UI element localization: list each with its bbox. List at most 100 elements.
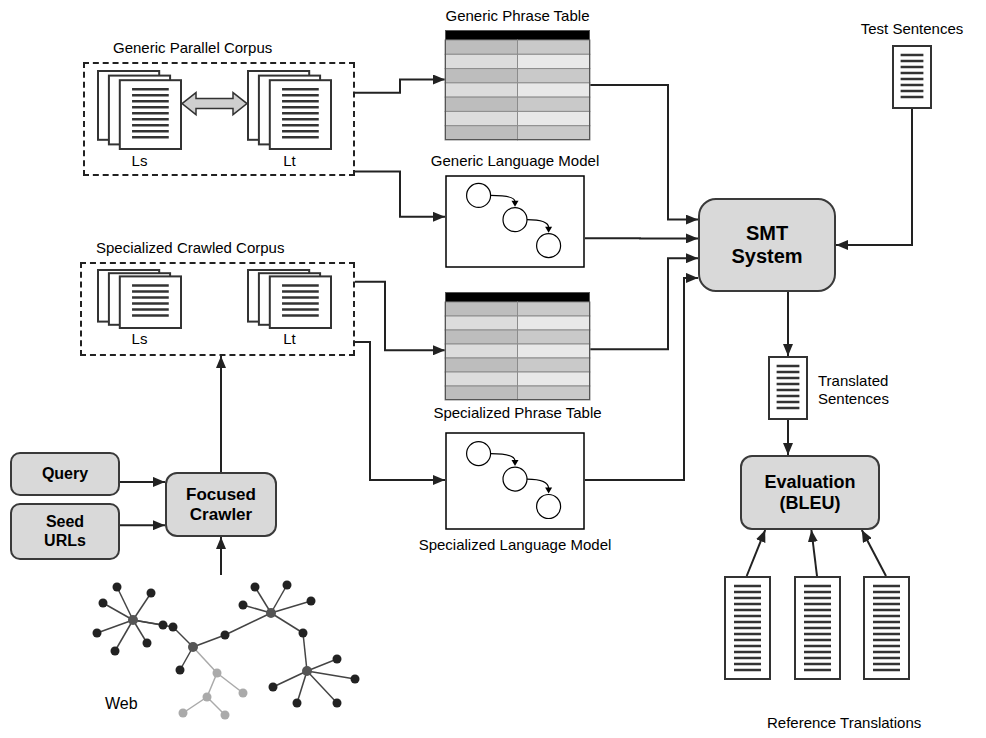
table-cell [518, 126, 591, 140]
item-label: Test Sentences [861, 20, 964, 37]
web-page-dot [333, 699, 342, 708]
document-line [734, 621, 761, 624]
table-cell [445, 316, 518, 330]
table-cell [518, 69, 591, 83]
table-cell [445, 97, 518, 111]
document-line [804, 597, 831, 600]
document-line [132, 124, 169, 127]
document-line [777, 407, 800, 410]
document-line [132, 112, 169, 115]
state-circle [503, 208, 527, 232]
state-transition [527, 479, 549, 488]
document-line [132, 290, 169, 293]
document-line [901, 60, 924, 63]
document-line [132, 88, 169, 91]
document-page [769, 357, 807, 419]
connector-arrow [220, 356, 222, 472]
text-holder: Evaluation (BLEU) [742, 457, 878, 528]
document-line [901, 72, 924, 75]
document-line [804, 603, 831, 606]
document-line [804, 627, 831, 630]
document-line [901, 96, 924, 99]
table-cell [518, 302, 591, 316]
item-label: Specialized Phrase Table [433, 404, 601, 421]
document-line [734, 651, 761, 654]
web-link [307, 671, 337, 703]
input-box: Query [10, 452, 120, 496]
web-page-dot [269, 683, 278, 692]
document-stack-drawing [247, 70, 332, 150]
web-link [303, 633, 307, 671]
transition-head [545, 227, 552, 233]
document-line [132, 106, 169, 109]
document-line [734, 597, 761, 600]
web-page-dot [93, 629, 102, 638]
web-page-dot [159, 621, 168, 630]
document-line [132, 296, 169, 299]
web-page-dot [188, 642, 198, 652]
process-box: SMT System [698, 198, 836, 292]
document-line [873, 639, 900, 642]
document-line [804, 609, 831, 612]
document-icon: Test Sentences [892, 45, 932, 109]
document-icon-drawing [768, 356, 808, 420]
label-holder: Web [103, 695, 140, 713]
document-line [282, 118, 319, 121]
connector-arrow [355, 342, 445, 480]
document-line [901, 90, 924, 93]
web-page-dot [169, 623, 178, 632]
web-link [193, 647, 217, 673]
table-cell [445, 40, 518, 54]
document-icon-drawing [892, 45, 932, 109]
table-cell [445, 386, 518, 400]
table-cell [445, 83, 518, 97]
document-line [282, 136, 319, 139]
web-link [225, 613, 271, 635]
document-line [873, 657, 900, 660]
table-cell [518, 344, 591, 358]
state-transition [527, 220, 549, 228]
reference-documents: Reference Translations [722, 576, 912, 680]
document-line [873, 663, 900, 666]
item-label: Lt [283, 330, 296, 347]
document-line [734, 633, 761, 636]
text-holder: Focused Crawler [167, 474, 275, 535]
web-page-dot [147, 589, 156, 598]
item-label: Ls [132, 152, 148, 169]
web-page-dot [333, 655, 342, 664]
web-page-dot [99, 599, 108, 608]
table-cell [445, 344, 518, 358]
document-line [873, 609, 900, 612]
transition-head [512, 201, 519, 207]
label-holder: Lt [283, 152, 296, 170]
table-cell [445, 372, 518, 386]
table-cell [518, 111, 591, 125]
document-line [282, 106, 319, 109]
language-model-drawing [445, 432, 585, 530]
document-line [734, 669, 761, 672]
document-line [804, 591, 831, 594]
label-holder: Specialized Phrase Table [433, 404, 601, 422]
model-frame [446, 433, 584, 529]
document-line [734, 615, 761, 618]
document-line [132, 136, 169, 139]
web-page-dot [239, 601, 248, 610]
document-line [734, 657, 761, 660]
label-holder: Generic Parallel Corpus [113, 39, 272, 57]
table-cell [445, 54, 518, 68]
item-label: Specialized Language Model [419, 536, 612, 553]
web-page-dot [221, 711, 230, 720]
web-page-dot [302, 666, 312, 676]
text-holder: SMT System [700, 200, 834, 290]
web-link [193, 635, 225, 647]
document-line [777, 377, 800, 380]
document-icon: Translated Sentences [768, 356, 808, 420]
web-page-dot [179, 709, 188, 718]
web-page-dot [293, 699, 302, 708]
web-graph: Web [75, 575, 375, 725]
table-cell [518, 83, 591, 97]
document-stack-drawing [97, 269, 182, 329]
document-page [725, 577, 770, 679]
connector-arrow [747, 530, 766, 576]
web-page-dot [251, 583, 260, 592]
